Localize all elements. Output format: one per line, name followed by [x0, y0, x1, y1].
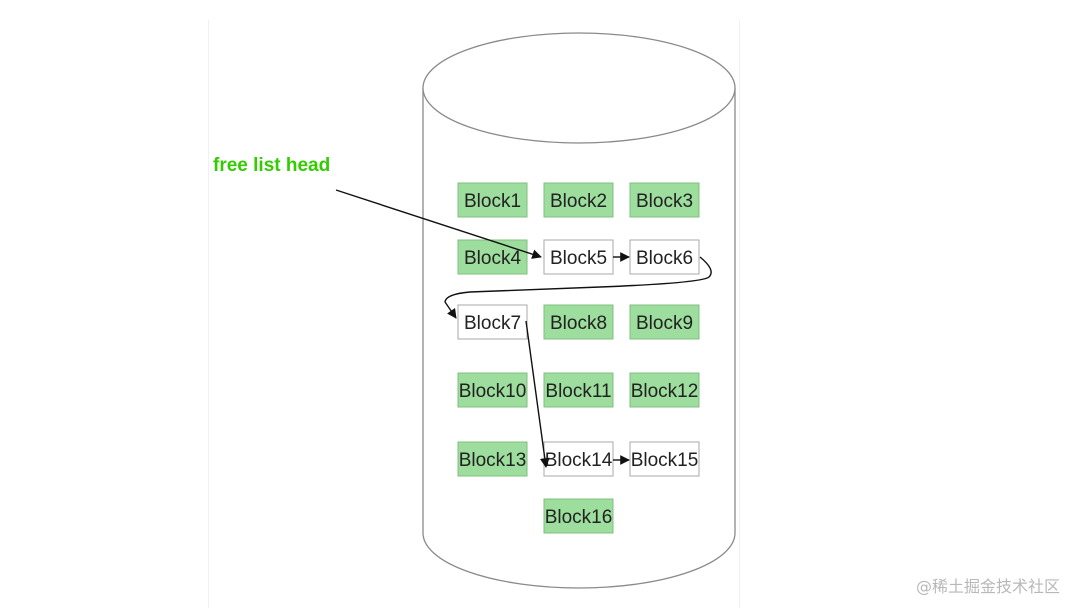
- head-to-block5-arrow: [335, 189, 542, 259]
- block-label: Block13: [459, 450, 527, 471]
- block-9: Block9: [629, 304, 700, 340]
- block-box: [629, 441, 700, 477]
- block-label: Block8: [550, 313, 607, 334]
- block-7: Block7: [457, 304, 528, 340]
- block-label: Block11: [545, 381, 611, 402]
- block-12: Block12: [629, 372, 700, 408]
- free-list-links: [335, 189, 712, 468]
- block-6: Block6: [629, 239, 700, 275]
- block-box: [457, 239, 528, 275]
- block-label: Block5: [550, 248, 607, 269]
- block-label: Block2: [550, 191, 607, 212]
- cylinder-top: [422, 32, 736, 144]
- block-8: Block8: [543, 304, 614, 340]
- block-box: [629, 372, 700, 408]
- block-1: Block1: [457, 182, 528, 218]
- block-15: Block15: [629, 441, 700, 477]
- block-4: Block4: [457, 239, 528, 275]
- diagram-panel: [208, 20, 740, 608]
- block-box: [629, 239, 700, 275]
- block-5: Block5: [543, 239, 614, 275]
- block-label: Block4: [464, 248, 521, 269]
- block-11: Block11: [543, 372, 614, 408]
- block-label: Block3: [636, 191, 693, 212]
- block-box: [457, 182, 528, 218]
- block-box: [457, 372, 528, 408]
- block-3: Block3: [629, 182, 700, 218]
- free-list-head-label: free list head: [213, 155, 330, 176]
- block6-to-block7-arrow: [444, 256, 712, 319]
- block-box: [457, 441, 528, 477]
- block7-to-block14-arrow: [525, 320, 550, 468]
- block-13: Block13: [457, 441, 528, 477]
- block-box: [543, 239, 614, 275]
- watermark: @稀土掘金技术社区: [915, 577, 1060, 596]
- block-label: Block7: [464, 313, 521, 334]
- block-box: [543, 304, 614, 340]
- block-label: Block6: [636, 248, 693, 269]
- block-label: Block15: [631, 450, 699, 471]
- block-label: Block14: [545, 450, 613, 471]
- block-14: Block14: [543, 441, 614, 477]
- block-2: Block2: [543, 182, 614, 218]
- block-box: [543, 372, 614, 408]
- block-box: [543, 182, 614, 218]
- block-label: Block16: [545, 507, 613, 528]
- block-16: Block16: [543, 498, 614, 534]
- block-box: [629, 304, 700, 340]
- block-label: Block10: [459, 381, 527, 402]
- block-box: [457, 304, 528, 340]
- block-10: Block10: [457, 372, 528, 408]
- block-label: Block12: [631, 381, 699, 402]
- block-label: Block9: [636, 313, 693, 334]
- block-box: [629, 182, 700, 218]
- block-box: [543, 498, 614, 534]
- block-label: Block1: [464, 191, 521, 212]
